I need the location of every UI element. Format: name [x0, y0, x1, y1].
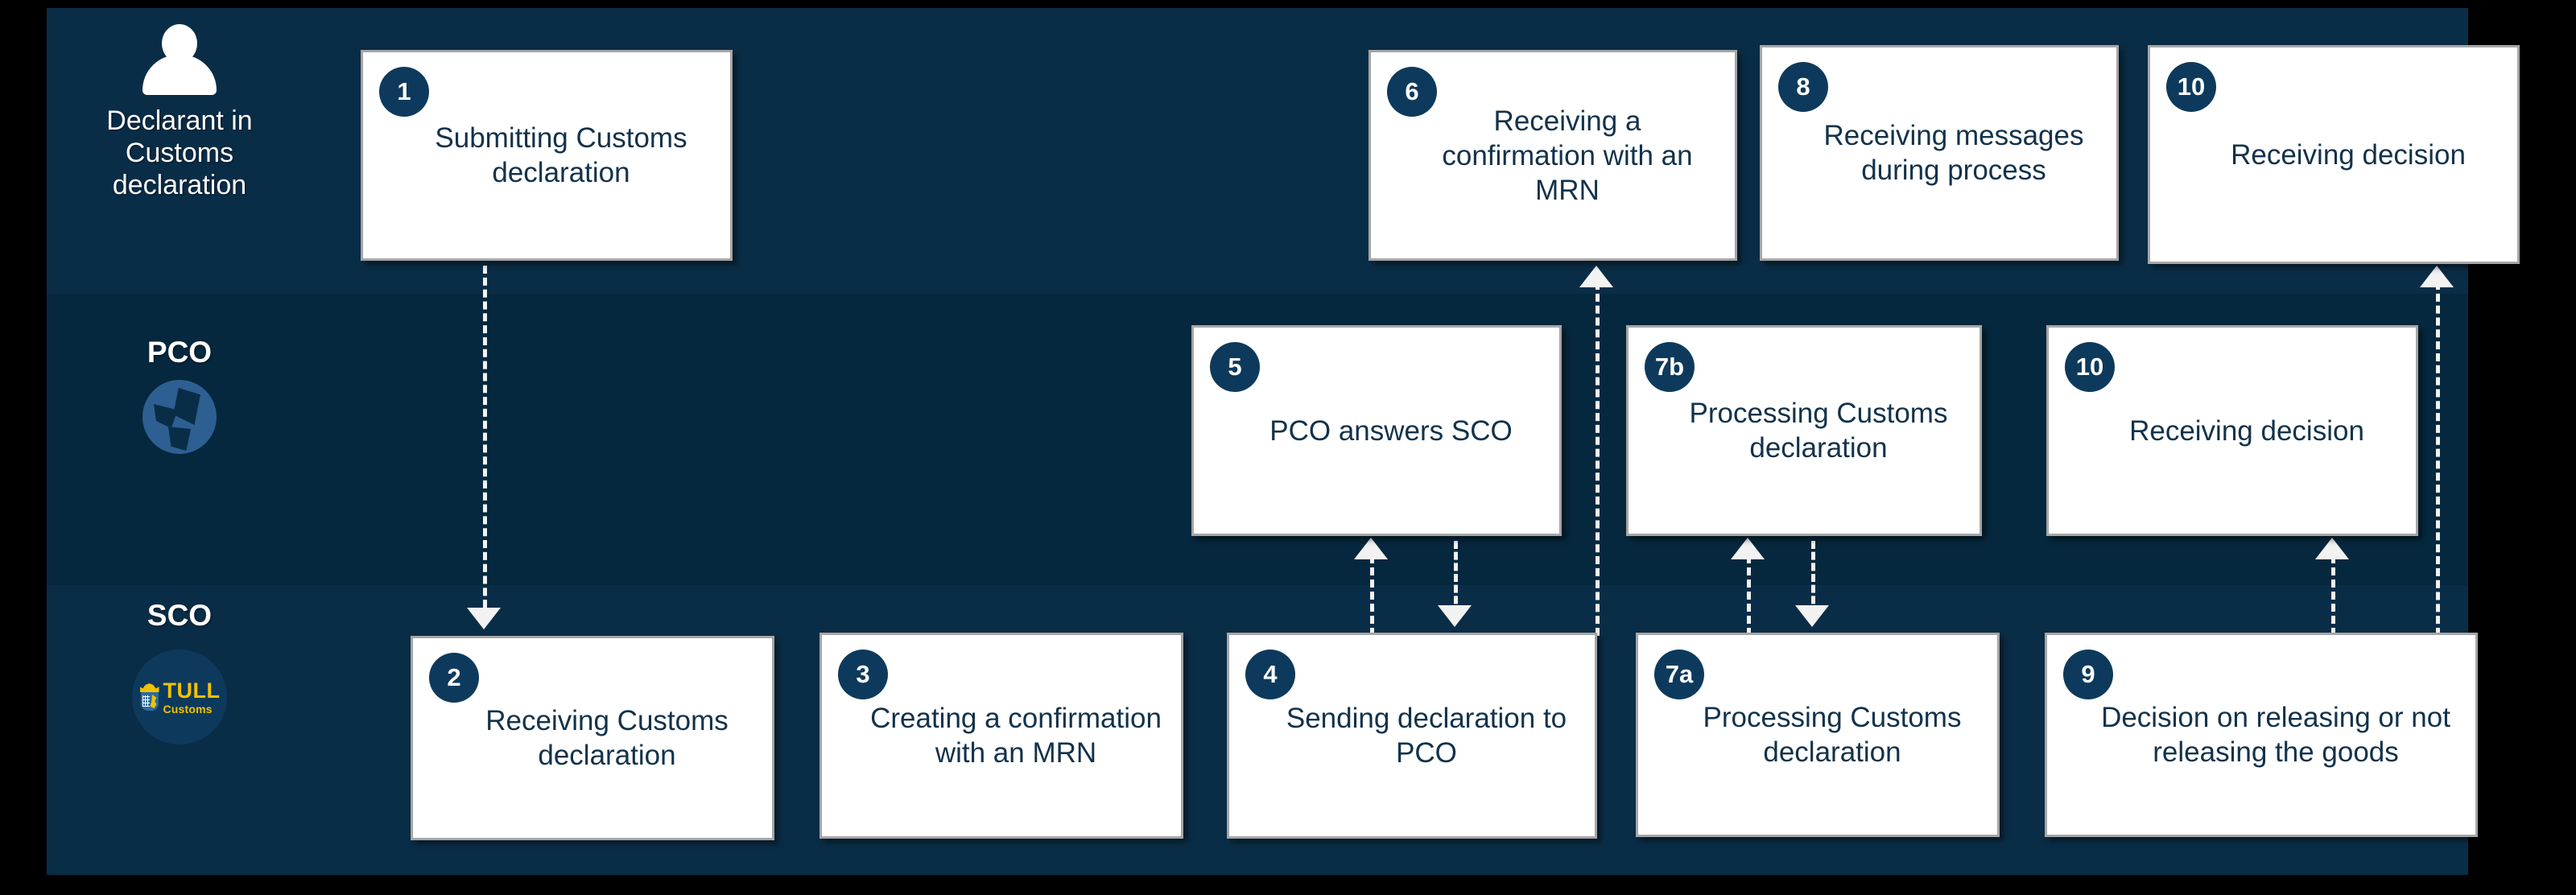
tull-customs-logo: TULL Customs	[132, 650, 227, 744]
person-icon	[141, 23, 218, 100]
step-box-6[interactable]: 6 Receiving a confirmation with an MRN	[1368, 50, 1737, 261]
step-number-8: 8	[1778, 62, 1828, 112]
step-box-7a[interactable]: 7a Processing Customs declaration	[1636, 633, 2000, 837]
globe-icon	[142, 380, 217, 454]
step-number-10-declarant: 10	[2166, 62, 2216, 112]
arrowhead-3-to-6	[1579, 266, 1613, 287]
arrowhead-4-to-5	[1354, 538, 1388, 559]
arrowhead-5-to-4	[1438, 605, 1472, 627]
connector-5-to-4	[1454, 541, 1458, 615]
step-number-7b: 7b	[1645, 342, 1695, 392]
step-label-7b: Processing Customs declaration	[1689, 398, 1948, 464]
step-number-3: 3	[838, 650, 888, 699]
step-box-7b[interactable]: 7b Processing Customs declaration	[1626, 325, 1982, 536]
step-label-10-pco: Receiving decision	[2129, 415, 2364, 447]
step-number-6: 6	[1387, 67, 1437, 117]
step-label-10-declarant: Receiving decision	[2231, 138, 2466, 171]
connector-9-to-10-declarant	[2436, 282, 2440, 636]
step-number-7a: 7a	[1654, 650, 1704, 699]
step-box-9[interactable]: 9 Decision on releasing or not releasing…	[2045, 633, 2478, 837]
step-label-9: Decision on releasing or not releasing t…	[2101, 702, 2450, 768]
connector-4-to-5	[1370, 555, 1374, 636]
arrowhead-9-to-10-declarant	[2420, 266, 2454, 287]
connector-1-to-2	[483, 266, 487, 620]
step-label-3: Creating a confirmation with an MRN	[870, 703, 1162, 769]
lane-header-declarant: Declarant in Customs declaration	[47, 23, 312, 201]
connector-7a-to-7b	[1747, 555, 1751, 636]
connector-9-to-10-pco	[2331, 555, 2335, 636]
step-label-6: Receiving a confirmation with an MRN	[1442, 105, 1693, 206]
arrowhead-7b-to-7a	[1795, 605, 1829, 627]
step-box-3[interactable]: 3 Creating a confirmation with an MRN	[819, 633, 1183, 839]
logo-text-main: TULL	[163, 678, 221, 703]
lane-title-declarant-line3: declaration	[112, 170, 247, 200]
step-box-4[interactable]: 4 Sending declaration to PCO	[1227, 633, 1597, 839]
step-box-10-declarant[interactable]: 10 Receiving decision	[2148, 45, 2520, 264]
lane-header-pco: PCO	[47, 336, 312, 454]
arrowhead-7a-to-7b	[1731, 538, 1765, 559]
lane-title-sco: SCO	[147, 599, 213, 632]
arrowhead-1-to-2	[467, 608, 501, 629]
step-label-1: Submitting Customs declaration	[435, 122, 687, 188]
logo-text-sub: Customs	[163, 702, 213, 716]
step-box-5[interactable]: 5 PCO answers SCO	[1191, 325, 1562, 536]
step-number-4: 4	[1245, 650, 1295, 699]
step-label-7a: Processing Customs declaration	[1703, 702, 1962, 768]
step-label-2: Receiving Customs declaration	[485, 705, 729, 771]
arrowhead-9-to-10-pco	[2315, 538, 2349, 559]
lane-title-pco: PCO	[147, 336, 213, 369]
step-label-8: Receiving messages during process	[1823, 120, 2084, 186]
connector-7b-to-7a	[1811, 541, 1815, 615]
step-box-2[interactable]: 2 Receiving Customs declaration	[411, 636, 774, 840]
step-label-5: PCO answers SCO	[1269, 415, 1513, 447]
step-box-10-pco[interactable]: 10 Receiving decision	[2046, 325, 2418, 536]
connector-3-to-6	[1596, 282, 1600, 636]
step-number-5: 5	[1210, 342, 1260, 392]
step-number-10-pco: 10	[2065, 342, 2115, 392]
lane-title-declarant-line2: Customs	[125, 138, 234, 168]
lane-header-sco: SCO TULL Customs	[47, 600, 312, 744]
lane-title-declarant-line1: Declarant in	[106, 105, 253, 136]
step-box-1[interactable]: 1 Submitting Customs declaration	[361, 50, 733, 261]
step-number-1: 1	[379, 67, 429, 117]
step-number-9: 9	[2063, 650, 2113, 699]
step-box-8[interactable]: 8 Receiving messages during process	[1760, 45, 2119, 261]
swedish-crest-icon	[139, 683, 160, 711]
step-label-4: Sending declaration to PCO	[1286, 703, 1567, 769]
step-number-2: 2	[429, 653, 479, 703]
